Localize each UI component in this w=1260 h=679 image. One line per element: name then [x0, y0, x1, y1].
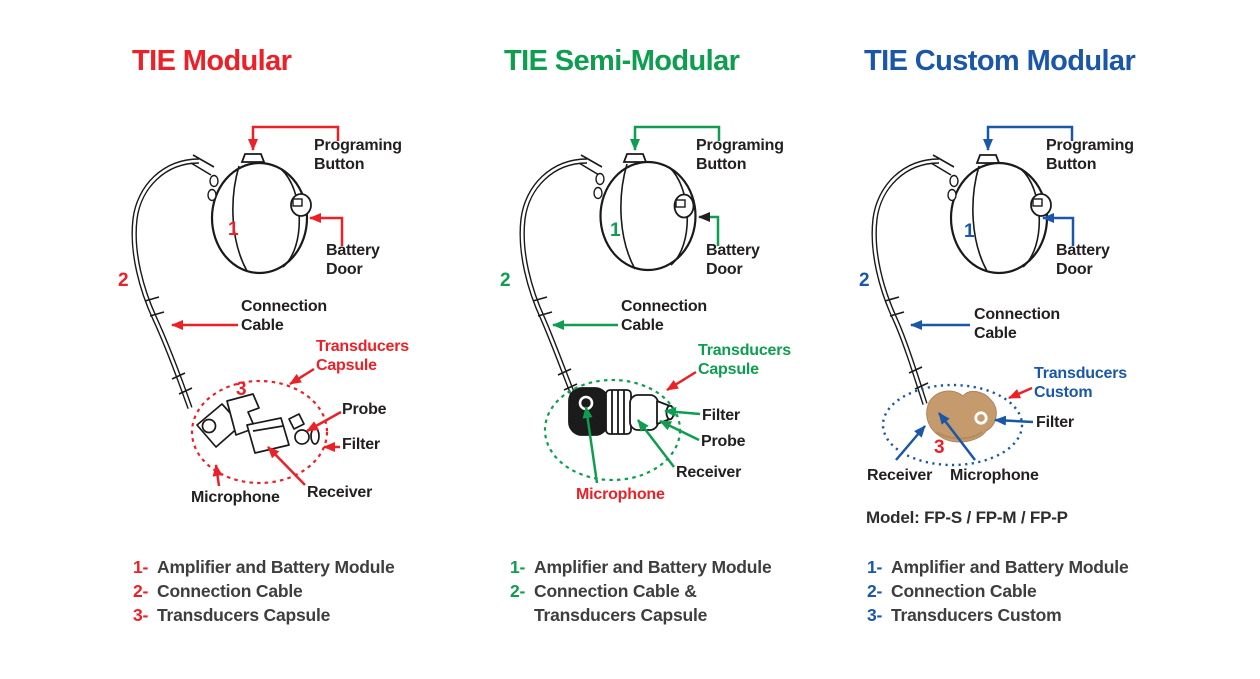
- programing-button-shape: [240, 153, 266, 163]
- capsule-assembly: [568, 387, 675, 436]
- part-number-2: 2: [859, 270, 870, 291]
- receiver-arrow: [637, 419, 675, 468]
- probe-arrow: [306, 410, 342, 433]
- filter-port: [974, 411, 988, 425]
- connection-cable-label: Connection Cable: [241, 298, 327, 334]
- page-title: TIE Semi-Modular: [504, 45, 740, 77]
- custom-earmold: [926, 390, 997, 443]
- legend-item: 2-Connection Cable &: [510, 581, 697, 601]
- filter-label: Filter: [702, 407, 740, 424]
- battery-door-shape: [280, 168, 301, 268]
- transducers-capsule-label: Transducers Capsule: [316, 338, 409, 374]
- transducers-capsule-outline: [190, 379, 329, 485]
- programing-button-label: Programing Button: [1046, 137, 1134, 173]
- page-title: TIE Custom Modular: [864, 45, 1136, 77]
- legend-semi-modular: 1-Amplifier and Battery Module 2-Connect…: [510, 557, 772, 629]
- part-number-1: 1: [228, 219, 239, 240]
- microphone-label: Microphone: [950, 467, 1039, 484]
- microphone-arrow: [582, 406, 599, 484]
- panel-semi-modular-drawing: [519, 125, 721, 484]
- connection-cable-label: Connection Cable: [621, 298, 707, 334]
- part-number-3: 3: [934, 437, 945, 458]
- legend-item: 3-Transducers Capsule: [133, 605, 331, 625]
- microphone-arrow: [212, 464, 223, 487]
- programing-button-label: Programing Button: [696, 137, 784, 173]
- filter-label: Filter: [1036, 414, 1074, 431]
- panel-semi-modular-arrows: [552, 125, 721, 484]
- legend-custom-modular: 1-Amplifier and Battery Module 2-Connect…: [867, 557, 1129, 629]
- receiver-label: Receiver: [307, 484, 373, 501]
- transducers-custom-outline: [881, 383, 1024, 467]
- panel-custom-modular-drawing: [871, 125, 1075, 467]
- programing-button-arrow: [248, 125, 340, 151]
- connection-cable-label: Connection Cable: [974, 306, 1060, 342]
- programing-button-shape: [975, 154, 1001, 164]
- battery-door-label: Battery Door: [1056, 242, 1110, 278]
- filter-arrow: [994, 415, 1034, 426]
- battery-door-label: Battery Door: [706, 242, 760, 278]
- probe-arrow: [659, 419, 700, 442]
- probe-label: Probe: [342, 401, 387, 418]
- part-number-3: 3: [236, 379, 247, 400]
- panel-modular-drawing: [131, 125, 344, 487]
- legend-item: 3-Transducers Custom: [867, 605, 1062, 625]
- transducers-capsule-arrow: [666, 370, 697, 392]
- battery-door-arrow: [309, 213, 344, 246]
- programing-button-arrow: [983, 125, 1074, 151]
- ear-hook: [519, 154, 603, 401]
- battery-door-label: Battery Door: [326, 242, 380, 278]
- programing-button-arrow: [630, 125, 721, 151]
- ear-hook: [871, 154, 955, 405]
- part-number-2: 2: [118, 270, 129, 291]
- battery-door-arrow: [698, 212, 720, 246]
- microphone-arrow: [938, 412, 976, 461]
- panel-modular-arrows: [171, 125, 344, 487]
- legend-item: 1-Amplifier and Battery Module: [510, 557, 772, 577]
- device-body: [947, 154, 1052, 275]
- transducers-capsule-arrow: [289, 367, 315, 386]
- filter-arrow: [664, 406, 701, 417]
- receiver-label: Receiver: [676, 464, 742, 481]
- ear-hook: [131, 154, 215, 409]
- device-body: [207, 153, 312, 275]
- legend-item: Transducers Capsule: [534, 605, 708, 625]
- model-text: Model: FP-S / FP-M / FP-P: [866, 508, 1068, 527]
- filter-label: Filter: [342, 436, 380, 453]
- part-number-1: 1: [964, 221, 975, 242]
- legend-item: 1-Amplifier and Battery Module: [867, 557, 1129, 577]
- legend-item: 2-Connection Cable: [133, 581, 303, 601]
- transducers-capsule-label: Transducers Capsule: [698, 342, 791, 378]
- transducers-custom-label: Transducers Custom: [1034, 365, 1127, 401]
- programing-button-label: Programing Button: [314, 137, 402, 173]
- panel-custom-modular-arrows: [895, 125, 1075, 461]
- device-body: [593, 153, 697, 272]
- microphone-label: Microphone: [576, 486, 665, 503]
- receiver-arrow: [895, 425, 926, 461]
- microphone-label: Microphone: [191, 489, 280, 506]
- legend-item: 2-Connection Cable: [867, 581, 1037, 601]
- programing-button-shape: [622, 153, 648, 163]
- receiver-label: Receiver: [867, 467, 933, 484]
- battery-door-arrow: [1042, 213, 1075, 246]
- part-number-1: 1: [610, 220, 621, 241]
- legend-modular: 1-Amplifier and Battery Module 2-Connect…: [133, 557, 395, 629]
- probe-label: Probe: [701, 433, 746, 450]
- battery-door-shape: [1020, 168, 1041, 268]
- receiver-arrow: [267, 446, 306, 486]
- legend-item: 1-Amplifier and Battery Module: [133, 557, 395, 577]
- page-title: TIE Modular: [132, 45, 292, 77]
- capsule-internals: [196, 393, 320, 454]
- transducers-custom-arrow: [1008, 386, 1033, 400]
- part-number-2: 2: [500, 270, 511, 291]
